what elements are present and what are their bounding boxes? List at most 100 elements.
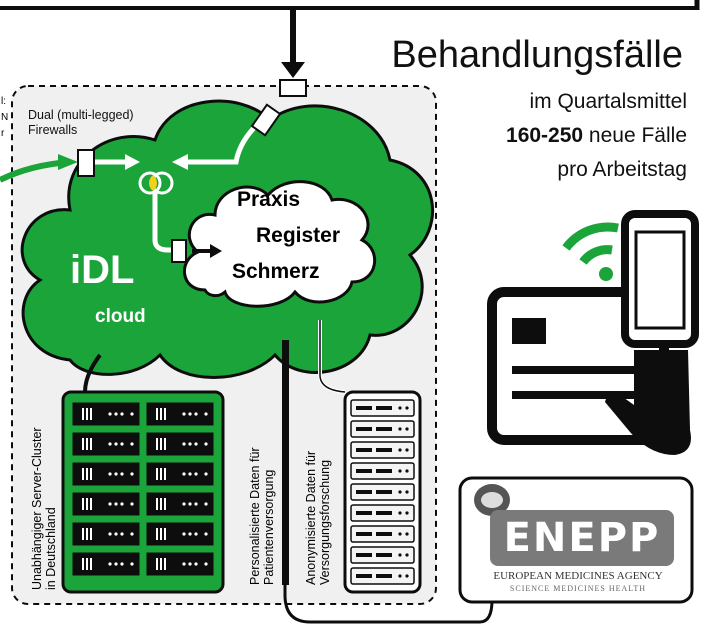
anon-server-led-icon [405,574,409,578]
anon-server-led-icon [405,427,409,431]
idl-label: iDL [70,248,135,292]
server-slot-icon [82,438,84,450]
server-led-icon [194,562,198,566]
anon-server-slot-icon [376,553,392,557]
ema-logo-text: ENEPP [503,515,661,561]
server-slot-icon [164,498,166,510]
anon-server-slot-icon [356,469,372,473]
anon-server-led-icon [405,406,409,410]
server-led-icon [114,562,118,566]
subtitle-quarter: im Quartalsmittel [529,90,687,113]
anon-server-slot-icon [376,511,392,515]
server-led-icon [194,532,198,536]
server-slot-icon [82,468,84,480]
anon-server-slot-icon [356,532,372,536]
anon-server [343,390,422,594]
server-slot-icon [160,558,162,570]
server-slot-icon [90,528,92,540]
server-led-icon [130,502,134,506]
server-slot-icon [86,438,88,450]
server-led-icon [120,472,124,476]
firewall-right-icon [250,103,282,137]
server-slot-icon [164,558,166,570]
server-slot-icon [86,558,88,570]
server-led-icon [114,472,118,476]
anon-server-led-icon [398,532,402,536]
top-connector-line [0,6,697,10]
server-led-icon [188,442,192,446]
cluster-label-line2: in Deutschland [44,507,58,590]
anon-server-led-icon [398,448,402,452]
server-led-icon [194,502,198,506]
anon-server-slot-icon [356,448,372,452]
anon-server-led-icon [405,532,409,536]
cut-edge-text-3: r [1,128,5,139]
firewall-top-icon [279,79,307,97]
anon-server-slot-icon [356,406,372,410]
page-title: Behandlungsfälle [391,34,683,76]
register-label: Register [256,224,341,247]
server-led-icon [204,532,208,536]
server-led-icon [182,472,186,476]
server-led-icon [130,472,134,476]
anon-server-led-icon [398,553,402,557]
server-slot-icon [160,498,162,510]
server-slot-icon [90,468,92,480]
anon-server-slot-icon [376,532,392,536]
personal-data-label-line2: Patientenversorgung [262,469,276,585]
cases-range: 160-250 [506,124,584,147]
personal-data-label-line1: Personalisierte Daten für [248,447,262,585]
anon-data-label: Anonymisierte Daten für Versorgungsforsc… [304,451,332,585]
subtitle-cases: 160-250 neue Fälle [506,124,687,148]
green-arrow-icon [58,154,78,170]
merge-overlap-icon [148,175,157,191]
server-slot-icon [86,468,88,480]
server-led-icon [188,562,192,566]
server-slot-icon [156,498,158,510]
server-led-icon [204,502,208,506]
server-slot-icon [90,438,92,450]
anon-server-led-icon [405,511,409,515]
server-led-icon [188,412,192,416]
server-slot-icon [160,528,162,540]
server-slot-icon [82,498,84,510]
wifi-arc-outer-icon [562,222,619,251]
firewall-label-line2: Firewalls [28,123,78,137]
firewall-left-icon [77,149,95,177]
firewall-label: Dual (multi-legged) Firewalls [28,108,134,138]
server-led-icon [188,472,192,476]
anon-server-slot-icon [356,490,372,494]
server-slot-icon [160,408,162,420]
anon-server-slot-icon [356,574,372,578]
card-chip-icon [512,318,546,344]
schmerz-label: Schmerz [232,260,320,283]
praxis-label: Praxis [237,188,301,211]
server-led-icon [108,412,112,416]
anon-server-led-icon [405,469,409,473]
server-slot-icon [164,408,166,420]
server-led-icon [182,562,186,566]
ema-logo: ENEPP [490,510,674,566]
anon-data-label-line1: Anonymisierte Daten für [304,450,318,585]
server-slot-icon [82,408,84,420]
personal-data-bar [282,340,289,585]
server-led-icon [108,532,112,536]
server-slot-icon [86,498,88,510]
anon-server-led-icon [398,511,402,515]
down-arrow-icon [281,62,305,78]
mobile-checkin-illustration [487,210,699,455]
server-led-icon [108,442,112,446]
server-slot-icon [160,438,162,450]
server-led-icon [182,532,186,536]
server-slot-icon [86,528,88,540]
server-slot-icon [156,528,158,540]
server-led-icon [130,442,134,446]
anon-server-slot-icon [356,553,372,557]
server-led-icon [194,412,198,416]
server-led-icon [194,472,198,476]
anon-server-led-icon [405,553,409,557]
bottom-link-line [283,340,494,624]
server-led-icon [188,532,192,536]
server-slot-icon [156,468,158,480]
server-slot-icon [82,528,84,540]
